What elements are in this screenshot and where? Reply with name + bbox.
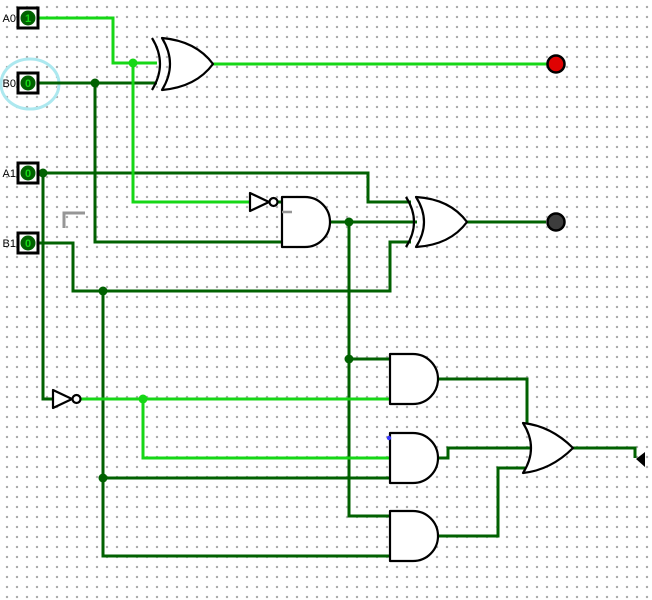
pin-b0[interactable]: B0 0 (3, 71, 40, 95)
wire-b1-and4[interactable] (101, 291, 390, 558)
pin-label: A0 (3, 13, 16, 25)
junction (138, 394, 148, 404)
wire-and3-or[interactable] (438, 446, 531, 460)
junction (128, 58, 138, 68)
pin-b1[interactable]: B1 0 (3, 231, 40, 255)
pin-value: 0 (25, 168, 31, 180)
wire-a1-xor2[interactable] (38, 171, 411, 204)
junction (344, 354, 354, 364)
and-gate-mid[interactable] (280, 195, 332, 249)
wire-not2-and3[interactable] (141, 399, 390, 460)
junction (98, 473, 108, 483)
ghost-wire[interactable] (62, 211, 85, 228)
wires-off (38, 81, 637, 558)
pin-state-dot[interactable] (20, 235, 36, 251)
wire-junctions (38, 58, 354, 483)
mouse-cursor (636, 452, 645, 467)
junction (90, 78, 100, 88)
not-gate-mid[interactable] (248, 191, 279, 213)
floating-input-dot (386, 435, 392, 441)
and-gate-2[interactable] (386, 431, 440, 485)
pin-value: 1 (25, 13, 31, 25)
pin-a1[interactable]: A1 0 (3, 161, 40, 185)
wire-a0-xor1[interactable] (38, 16, 157, 65)
pin-value: 0 (25, 78, 31, 90)
junction (38, 168, 48, 178)
wire-or-output[interactable] (573, 446, 637, 458)
led-mid[interactable] (546, 212, 566, 232)
wire-b0-and1[interactable] (93, 83, 282, 244)
wire-and1-and4[interactable] (347, 222, 390, 518)
wire-a0-not1[interactable] (131, 63, 250, 204)
and-gate-3[interactable] (388, 509, 440, 563)
pin-value: 0 (25, 238, 31, 250)
led-top[interactable] (546, 54, 566, 74)
junction (344, 217, 354, 227)
pin-label: B1 (3, 238, 16, 250)
wire-a1-not2[interactable] (41, 173, 53, 401)
pin-label: B0 (3, 78, 16, 90)
or-gate[interactable] (521, 421, 575, 475)
xor-gate-top[interactable] (151, 36, 215, 92)
and-gate-1[interactable] (388, 352, 440, 406)
pin-state-dot[interactable] (20, 165, 36, 181)
wires-on (38, 16, 547, 460)
wire-and4-or[interactable] (438, 466, 527, 538)
not-gate-low[interactable] (51, 388, 82, 410)
junction (98, 286, 108, 296)
wire-and2-or[interactable] (438, 377, 529, 429)
pin-state-dot[interactable] (20, 10, 36, 26)
pin-a0[interactable]: A0 1 (3, 6, 40, 30)
xor-gate-mid[interactable] (405, 195, 469, 249)
pin-label: A1 (3, 168, 16, 180)
wire-b1-xor2[interactable] (38, 240, 411, 293)
pin-state-dot[interactable] (20, 75, 36, 91)
